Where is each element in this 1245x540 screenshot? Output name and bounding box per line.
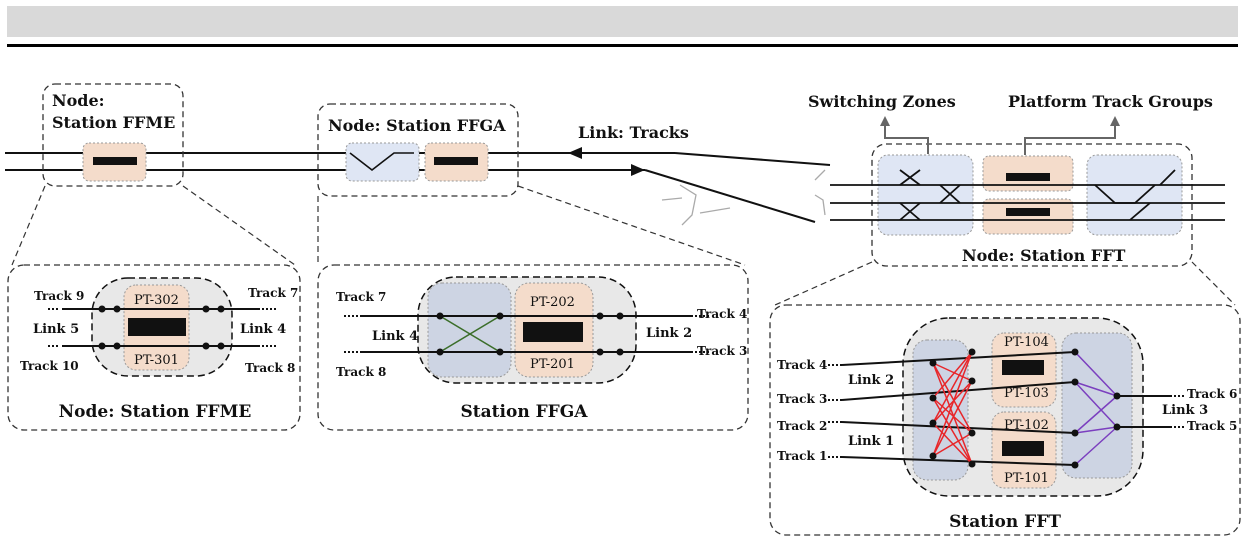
fft-platform-bottom [982, 198, 1074, 235]
ffme-link-right: Link 4 [240, 322, 286, 337]
ffga-node-box: Node: Station FFGA [317, 103, 519, 197]
ffga-pt-top: PT-202 [530, 295, 575, 310]
fft-link-1: Link 1 [848, 434, 894, 449]
ffga-detail: PT-202 PT-201 Track 7 Track 8 Track 4 Tr… [317, 264, 749, 431]
fft-track-1: Track 1 [777, 449, 827, 463]
fft-pt-103: PT-103 [1004, 386, 1049, 401]
fft-track-6: Track 6 [1187, 387, 1237, 401]
fft-link-3: Link 3 [1162, 403, 1208, 418]
ffme-detail: PT-302 PT-301 Track 9 Track 7 Track 10 T… [7, 264, 301, 431]
ffga-track-bottom-right: Track 3 [697, 344, 747, 358]
fft-track-4: Track 4 [777, 358, 827, 372]
zoom-lines [11, 185, 1236, 306]
ffme-node-box: Node: Station FFME [42, 83, 184, 187]
ffme-link-left: Link 5 [33, 322, 79, 337]
switching-zones-label: Switching Zones [808, 92, 956, 111]
ffme-track-bottom-right: Track 8 [245, 361, 295, 375]
fft-pt-101: PT-101 [1004, 471, 1049, 486]
ffme-detail-title: Node: Station FFME [59, 402, 252, 422]
header-bar [7, 6, 1238, 37]
ffga-detail-title: Station FFGA [461, 402, 589, 422]
fft-pt-104: PT-104 [1004, 335, 1049, 350]
ffme-pt-top: PT-302 [134, 293, 179, 308]
ffme-node-label-line2: Station FFME [52, 113, 175, 132]
ffga-track-top-left: Track 7 [336, 290, 386, 304]
fft-track-2: Track 2 [777, 419, 827, 433]
link-tracks-label: Link: Tracks [578, 123, 689, 142]
ffga-link-right: Link 2 [646, 326, 692, 341]
fft-detail-title: Station FFT [949, 512, 1061, 532]
fft-track-3: Track 3 [777, 392, 827, 406]
callout-platform-track-groups: Platform Track Groups [1008, 92, 1213, 155]
platform-track-groups-label: Platform Track Groups [1008, 92, 1213, 111]
ffga-pt-bottom: PT-201 [530, 357, 575, 372]
fft-switch-zone-right [1086, 154, 1183, 236]
ffme-track-bottom-left: Track 10 [20, 359, 79, 373]
fft-link-2: Link 2 [848, 373, 894, 388]
ffme-node-label-line1: Node: [52, 91, 105, 110]
ffga-track-bottom-left: Track 8 [336, 365, 386, 379]
fft-track-5: Track 5 [1187, 419, 1237, 433]
callout-switching-zones: Switching Zones [808, 92, 956, 154]
ffga-track-top-right: Track 4 [697, 307, 747, 321]
ffga-link-left: Link 4 [372, 329, 418, 344]
ffme-pt-bottom: PT-301 [134, 353, 179, 368]
ffme-track-top-left: Track 9 [34, 289, 84, 303]
fft-detail: PT-104 PT-103 PT-102 PT-101 [769, 304, 1241, 536]
fft-node-label: Node: Station FFT [962, 246, 1126, 265]
fft-node-box: Node: Station FFT [830, 143, 1225, 267]
ffga-node-label: Node: Station FFGA [328, 116, 506, 135]
header-rule [7, 44, 1238, 47]
fft-switch-zone-left [877, 154, 974, 236]
ffme-track-top-right: Track 7 [248, 286, 298, 300]
